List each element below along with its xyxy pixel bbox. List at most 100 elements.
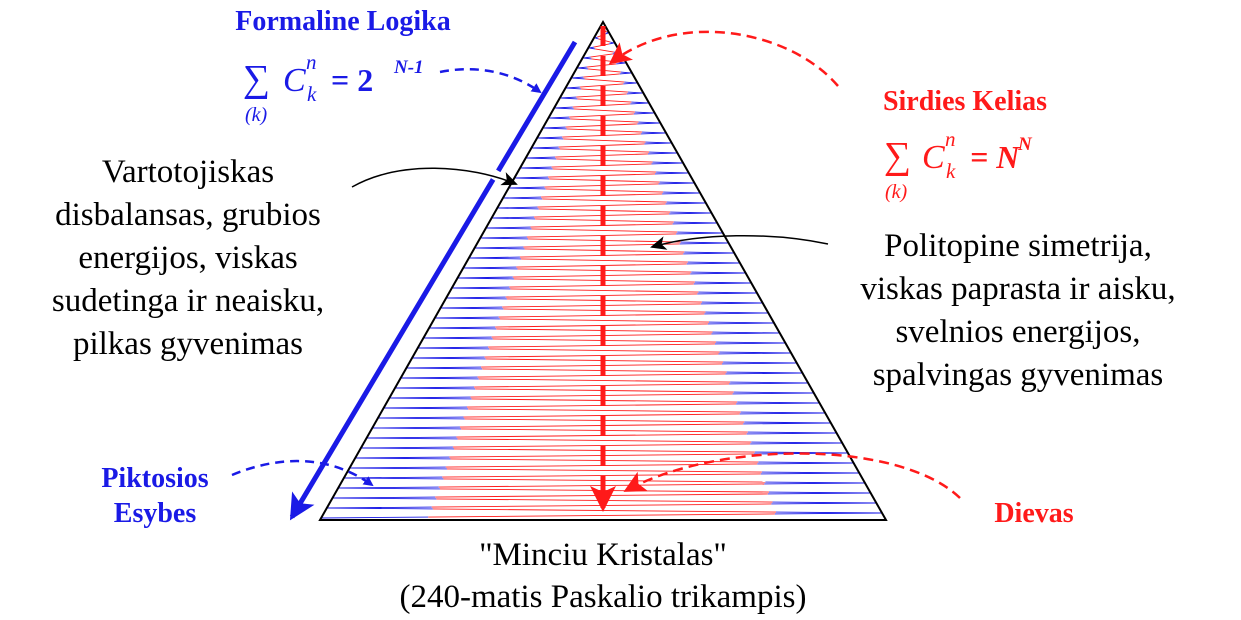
hatch-line [505, 293, 698, 298]
caption-subtitle: (240-matis Paskalio trikampis) [400, 579, 807, 615]
hatch-line [683, 252, 734, 255]
hatch-line [651, 162, 683, 165]
hatch-line [644, 142, 671, 145]
sum-symbol: ∑ [243, 58, 270, 100]
right-desc-line: spalvingas gyvenimas [873, 357, 1164, 393]
hatch-line [378, 417, 465, 420]
hatch-line [446, 468, 762, 473]
hatch-line [538, 137, 564, 140]
hatch-line [771, 502, 876, 505]
hatch-line [594, 37, 599, 40]
hatch-line [428, 513, 775, 518]
hatch-line [350, 467, 447, 470]
hatch-line [647, 152, 677, 155]
hatch-line [552, 168, 657, 173]
left-desc-line: energijos, viskas [78, 240, 297, 276]
hatch-line [633, 112, 654, 115]
heart-path-pointer-arrow [608, 30, 839, 87]
hatch-line [626, 92, 643, 95]
hatch-line [630, 102, 648, 105]
hatch-line [757, 462, 853, 465]
hatch-line [516, 263, 687, 268]
hatch-line [542, 198, 667, 203]
hatch-line [616, 62, 626, 65]
hatch-line [549, 117, 571, 120]
hatch-line [447, 297, 507, 300]
hatch-line [736, 402, 819, 405]
hatch-line [612, 52, 620, 55]
hatch-line [361, 447, 455, 450]
hatch-line [665, 202, 705, 205]
hatch-line [532, 147, 560, 150]
hatch-line [339, 487, 440, 490]
hatch-line [521, 258, 688, 263]
heart-path-title: Sirdies Kelias [883, 86, 1047, 117]
combination-superscript: n [306, 50, 317, 74]
caption: "Minciu Kristalas" (240-matis Paskalio t… [400, 537, 807, 615]
hatch-line [452, 287, 511, 290]
hatch-line [584, 78, 625, 83]
formula-rhs: = N [970, 139, 1021, 175]
hatch-line [475, 247, 525, 250]
left-desc-line: disbalansas, grubios [55, 197, 321, 233]
hatch-line [686, 262, 739, 265]
sum-index: (k) [885, 181, 908, 203]
hatch-line [619, 72, 631, 75]
hatch-line [746, 432, 836, 435]
hatch-line [458, 277, 514, 280]
hatch-line [707, 322, 774, 325]
hatch-line [563, 138, 646, 143]
hatch-line [566, 87, 581, 90]
hatch-line [714, 342, 785, 345]
hatch-line [526, 233, 677, 238]
heart-path-formula: ∑ (k) C n k = N N [884, 127, 1033, 203]
formal-logic-arrow [289, 40, 578, 521]
hatch-line [573, 108, 635, 113]
caption-title: "Minciu Kristalas" [479, 537, 727, 573]
hatch-line [548, 173, 656, 178]
hatch-line [679, 242, 728, 245]
hatch-line [407, 367, 483, 370]
hatch-line [481, 237, 529, 240]
hatch-line [515, 177, 550, 180]
hatch-line [774, 512, 882, 515]
hatch-line [722, 362, 796, 365]
hatch-line [537, 203, 666, 208]
hatch-line [605, 32, 609, 35]
right-desc-pointer-arrow [650, 234, 829, 250]
hatch-line [327, 507, 433, 510]
formula-rhs: = 2 [331, 62, 373, 98]
hatch-line [654, 172, 688, 175]
hatch-line [526, 157, 557, 160]
right-desc-line: Politopine simetrija, [884, 228, 1152, 264]
left-desc-pointer-arrow [351, 167, 518, 188]
sum-symbol: ∑ [884, 135, 911, 177]
hatch-line [356, 457, 451, 460]
hatch-line [767, 492, 870, 495]
hatch-line [589, 47, 596, 50]
hatch-line [367, 437, 458, 440]
hatch-line [499, 318, 709, 323]
hatch-line [572, 77, 585, 80]
hatch-line [333, 497, 437, 500]
hatch-line [662, 192, 700, 195]
left-desc-line: Vartotojiskas [102, 154, 274, 190]
left-desc-line: pilkas gyvenimas [73, 326, 303, 362]
hatch-line [468, 408, 741, 413]
hatch-line [486, 227, 532, 230]
hatch-line [413, 357, 486, 360]
hatch-line [577, 67, 589, 70]
hatch-line [441, 307, 504, 310]
combination-superscript: n [945, 127, 956, 151]
hatch-line [432, 508, 777, 513]
combination-subscript: k [946, 159, 956, 183]
hatch-line [495, 323, 708, 328]
hatch-line [658, 182, 694, 185]
hatch-line [623, 82, 637, 85]
combination-symbol: C [922, 139, 945, 176]
hatch-line [569, 113, 634, 118]
hatch-line [509, 187, 546, 190]
hatch-line [732, 392, 813, 395]
hatch-line [531, 228, 678, 233]
hatch-line [401, 377, 479, 380]
